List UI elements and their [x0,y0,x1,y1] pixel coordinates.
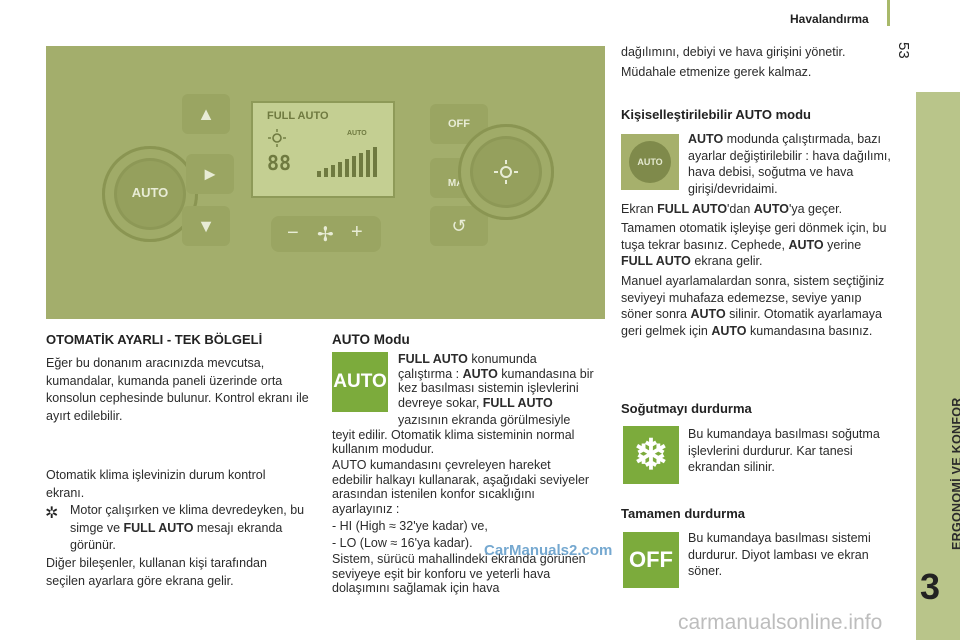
chapter-number: 3 [920,566,941,607]
chapter-label: ERGONOMİ VE KONFOR [950,397,960,550]
lcd-temperature: 88 [267,151,292,175]
fan-speed-control: − ✢ + [271,216,381,252]
col3-d: Manuel ayarlamalardan sonra, sistem seçt… [621,274,885,338]
sun-icon [494,160,518,184]
col3-b: Ekran FULL AUTO'dan AUTO'ya geçer. [621,202,843,216]
plus-icon: + [351,221,363,243]
header-accent-bar [887,0,890,26]
col3-c: Tamamen otomatik işleyişe geri dönmek iç… [621,221,887,268]
col1-intro: Eğer bu donanım aracınızda mevcutsa, kum… [46,356,309,423]
col2-p1-c: yazısının ekranda görülmesiyle teyit edi… [332,413,575,456]
lcd-display: FULL AUTO AUTO 88 [251,101,395,198]
col3-heading-full-stop: Tamamen durdurma [621,506,746,521]
right-arrow-icon: ► [186,154,234,194]
snowflake-icon: ❄ [623,426,679,484]
sun-icon [268,129,286,147]
watermark: CarManuals2.com [484,542,613,559]
col3-snow-text: Bu kumandaya basılması soğutma işlevleri… [688,427,880,474]
col3-cont2: Müdahale etmenize gerek kalmaz. [621,65,812,79]
off-button-icon: OFF [623,532,679,588]
col3-cont1: dağılımını, debiyi ve hava girişini yöne… [621,45,846,59]
col2-p1-a: FULL AUTO konumunda çalıştırma : AUTO ku… [398,352,594,410]
sun-icon: ✲ [45,505,59,522]
lcd-auto: AUTO [347,130,367,137]
col2-p3: Sistem, sürücü mahallindeki ekranda görü… [332,552,586,595]
auto-knob-label: AUTO [131,185,169,200]
auto-button-icon: AUTO [332,352,388,412]
down-arrow-icon: ▼ [182,206,230,246]
col1-heading: OTOMATİK AYARLI - TEK BÖLGELİ [46,332,263,347]
right-knob [458,124,554,220]
col3-a: AUTO modunda çalıştırmada, bazı ayarlar … [688,132,891,196]
col3-heading-stop-cooling: Soğutmayı durdurma [621,401,752,416]
auto-knob-icon: AUTO [621,134,679,190]
fan-level-bars-icon [317,147,377,177]
minus-icon: − [287,222,299,244]
col1-sun-text: Motor çalışırken ve klima devredeyken, b… [70,503,305,552]
lcd-full-auto: FULL AUTO [267,110,329,122]
up-arrow-icon: ▲ [182,94,230,134]
col1-other: Diğer bileşenler, kullanan kişi tarafınd… [46,556,267,588]
chapter-tab [916,92,960,640]
col2-list-item-2: - LO (Low ≈ 16'ya kadar). [332,536,473,550]
col3-heading-custom-auto: Kişiselleştirilebilir AUTO modu [621,107,811,122]
col2-list-item-1: - HI (High ≈ 32'ye kadar) ve, [332,519,488,533]
auto-knob-icon-label: AUTO [629,141,671,183]
section-title: Havalandırma [790,12,869,26]
recirculation-icon: ↺ [430,206,488,246]
climate-panel-photo: AUTO ▲ ► ▼ FULL AUTO AUTO 88 OFF MAX ↺ −… [46,46,605,319]
col3-off-text: Bu kumandaya basılması sistemi durdurur.… [688,531,871,578]
col2-p2: AUTO kumandasını çevreleyen hareket edeb… [332,458,590,516]
col2-heading: AUTO Modu [332,332,410,347]
col1-status: Otomatik klima işlevinizin durum kontrol… [46,468,266,500]
watermark: carmanualsonline.info [678,611,883,634]
fan-icon: ✢ [317,224,334,246]
